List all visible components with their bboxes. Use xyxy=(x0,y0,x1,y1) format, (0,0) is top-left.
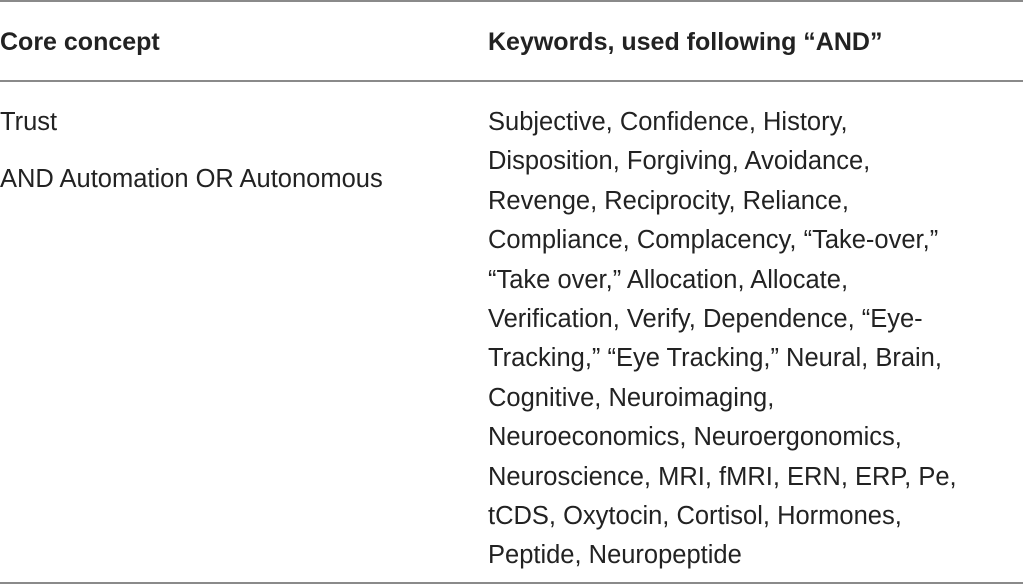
header-core-concept: Core concept xyxy=(0,28,160,56)
keywords-line: Peptide, Neuropeptide xyxy=(488,541,742,570)
table-header-rule xyxy=(0,80,1023,82)
table-bottom-rule xyxy=(0,582,1023,584)
keywords-line: Neuroscience, MRI, fMRI, ERN, ERP, Pe, xyxy=(488,462,957,491)
keywords-line: Verification, Verify, Dependence, “Eye- xyxy=(488,305,923,334)
keywords-cell: Subjective, Confidence, History, Disposi… xyxy=(488,103,1018,576)
header-keywords: Keywords, used following “AND” xyxy=(488,28,883,56)
keywords-line: Disposition, Forgiving, Avoidance, xyxy=(488,147,871,176)
keywords-line: Subjective, Confidence, History, xyxy=(488,108,848,136)
keywords-line: Cognitive, Neuroimaging, xyxy=(488,383,775,412)
core-concept-automation: AND Automation OR Autonomous xyxy=(0,165,383,193)
core-concept-trust: Trust xyxy=(0,108,58,136)
keywords-line: Neuroeconomics, Neuroergonomics, xyxy=(488,423,902,452)
keywords-line: Tracking,” “Eye Tracking,” Neural, Brain… xyxy=(488,344,942,373)
keywords-line: Revenge, Reciprocity, Reliance, xyxy=(488,186,849,215)
table-top-rule xyxy=(0,0,1023,2)
keywords-line: “Take over,” Allocation, Allocate, xyxy=(488,265,849,294)
keywords-line: tCDS, Oxytocin, Cortisol, Hormones, xyxy=(488,502,902,531)
keywords-line: Compliance, Complacency, “Take-over,” xyxy=(488,226,939,255)
